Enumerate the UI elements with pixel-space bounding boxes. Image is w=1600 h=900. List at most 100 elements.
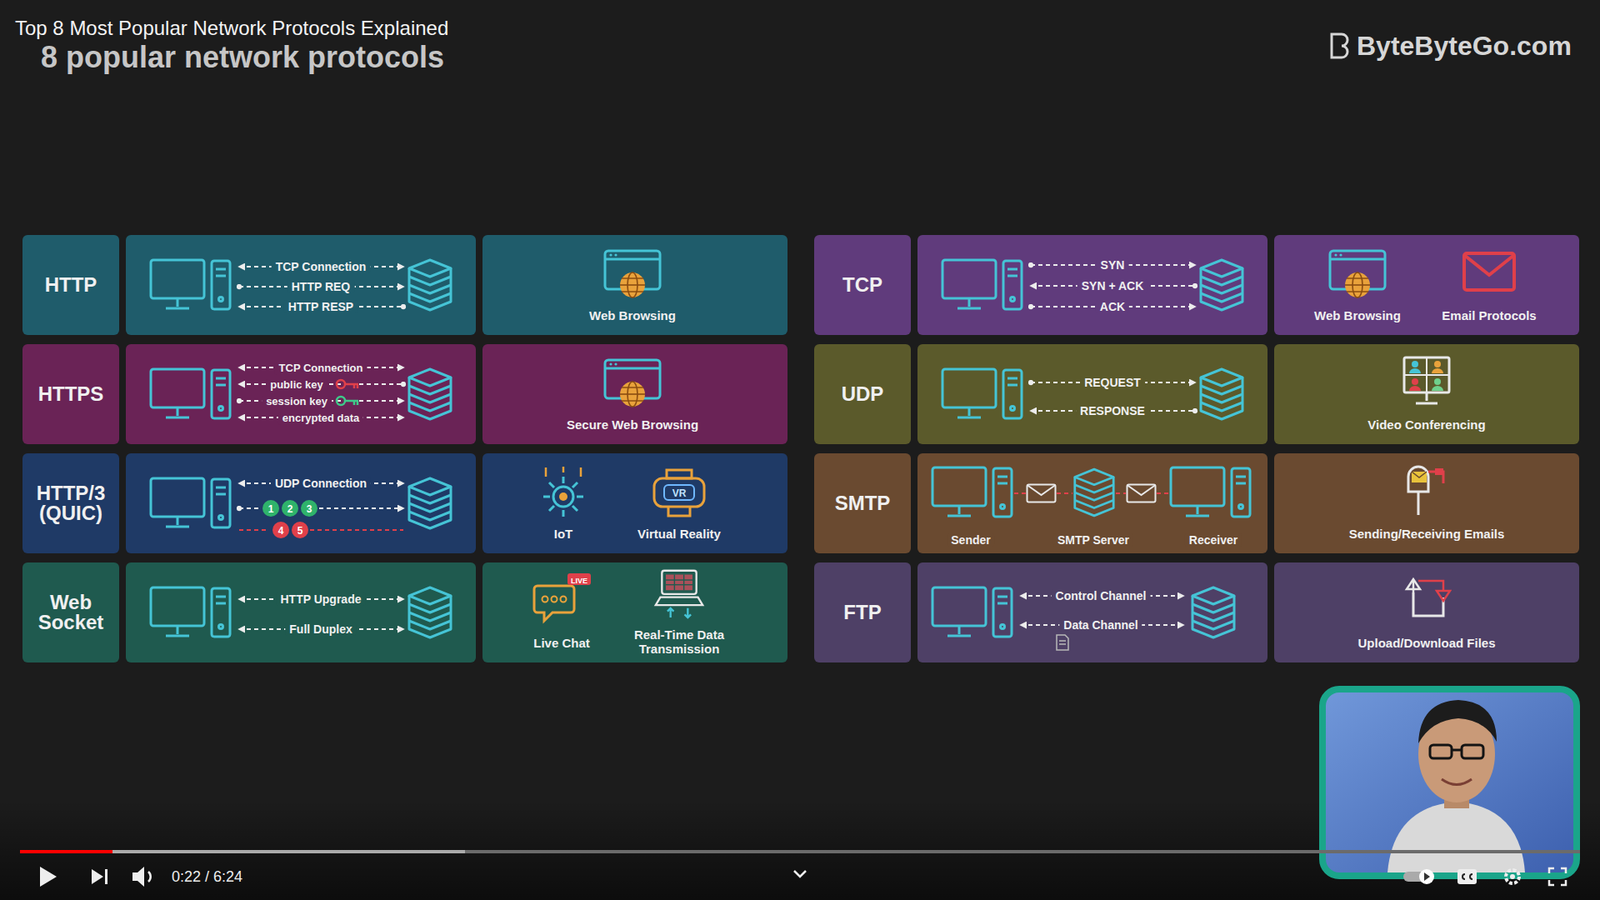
text-anchor: Upload/Download Files xyxy=(1357,635,1495,651)
use-case-text: Live Chat xyxy=(533,635,590,650)
icon-part xyxy=(1387,801,1525,873)
packet-badge: 1 xyxy=(262,500,280,517)
icon-part xyxy=(239,416,404,419)
text-anchor: REQUEST xyxy=(1080,375,1145,390)
packet-badge: 5 xyxy=(291,521,309,539)
text-anchor: SYN xyxy=(1096,257,1130,273)
badge-text: LIVE xyxy=(570,577,588,585)
text-anchor: SYN + ACK xyxy=(1077,278,1149,294)
text-anchor: FTP xyxy=(820,602,905,623)
icon-part xyxy=(239,366,404,369)
arrow-label: SYN + ACK xyxy=(1077,279,1149,293)
icon-part xyxy=(409,369,451,420)
text-anchor: Web Socket xyxy=(29,592,113,633)
use-case-text: Web Browsing xyxy=(1314,308,1401,323)
protocol-name: HTTP/3 (QUIC) xyxy=(29,483,113,524)
icon-part xyxy=(148,871,151,882)
arrow-label: HTTP Upgrade xyxy=(276,592,366,606)
protocol-name: FTP xyxy=(843,602,881,623)
arrow-label: Control Channel xyxy=(1051,589,1151,603)
text-anchor: VR xyxy=(672,485,687,500)
video-title: Top 8 Most Popular Network Protocols Exp… xyxy=(15,16,449,40)
icon-part xyxy=(932,587,1012,637)
text-anchor: TCP Connection xyxy=(275,360,368,375)
protocol-box: TCP xyxy=(814,235,911,335)
icon-part xyxy=(1322,689,1577,876)
icon-part xyxy=(1430,745,1484,759)
diagram-panel: REQUESTRESPONSE xyxy=(917,344,1268,445)
text-anchor: HTTP RESP xyxy=(284,299,358,315)
text-anchor: UDP xyxy=(820,384,905,405)
text-anchor: SMTP xyxy=(820,493,905,514)
player-controls xyxy=(20,850,1580,887)
icon-part xyxy=(1462,874,1473,880)
arrow-label: Full Duplex xyxy=(285,622,356,636)
icon-part xyxy=(1408,466,1444,515)
use-case-box: IoTVirtual Reality xyxy=(482,453,788,554)
diagram-panel: UDP Connection 123 4 5 xyxy=(125,453,476,554)
icon-part xyxy=(1170,467,1250,517)
text-anchor: Video Conferencing xyxy=(1367,417,1485,433)
icon-part xyxy=(1430,745,1452,759)
text-anchor: SMTP Server xyxy=(1053,532,1134,548)
text-anchor: Secure Web Browsing xyxy=(566,417,699,433)
arrow-label: TCP Connection xyxy=(271,260,371,274)
arrow-label: SMTP Server xyxy=(1053,533,1134,547)
icon-part xyxy=(932,467,1012,517)
icon-part xyxy=(534,573,591,621)
text-anchor: Virtual Reality xyxy=(637,526,721,542)
protocol-box: HTTPS xyxy=(22,344,120,445)
arrow-label: Receiver xyxy=(1185,533,1242,547)
icon-part xyxy=(345,384,359,389)
text-anchor: Data Channel xyxy=(1059,617,1142,633)
protocol-name: TCP xyxy=(842,275,883,295)
icon-part xyxy=(336,380,359,389)
text-anchor: 4 xyxy=(278,522,285,538)
computer-icons xyxy=(150,260,1250,638)
icon-part xyxy=(336,380,345,389)
text-anchor: Web Browsing xyxy=(589,308,676,324)
callout-number: 5 xyxy=(297,525,304,536)
icon-part xyxy=(1330,250,1385,298)
icon-part xyxy=(1549,868,1566,885)
diagram-panel: SYNSYN + ACKACK xyxy=(917,235,1268,335)
arrow-label: UDP Connection xyxy=(270,476,371,490)
use-case-icons xyxy=(534,250,1515,621)
arrow-label: HTTP RESP xyxy=(284,300,358,314)
icon-part xyxy=(105,869,108,885)
icon-part xyxy=(1461,745,1484,759)
text-anchor: Sender xyxy=(946,532,995,548)
use-case-text: Virtual Reality xyxy=(637,526,721,541)
icon-part xyxy=(794,870,806,877)
icon-part xyxy=(409,260,451,310)
arrow-label: encrypted data xyxy=(278,412,364,425)
protocol-box: HTTP/3 (QUIC) xyxy=(22,453,120,554)
text-anchor: HTTP REQ xyxy=(287,279,355,295)
icon-part xyxy=(20,850,465,854)
protocol-name: UDP xyxy=(841,384,885,405)
text-anchor: Control Channel xyxy=(1051,588,1151,604)
arrow-label: SYN xyxy=(1096,258,1130,272)
icon-part xyxy=(1115,492,1126,495)
icon-part xyxy=(942,369,1022,419)
icon-part xyxy=(40,866,57,887)
packet-badge: 2 xyxy=(281,500,299,517)
packet-badge: 3 xyxy=(300,500,318,517)
icon-part xyxy=(1505,870,1520,884)
icon-part xyxy=(1200,260,1243,310)
icon-part xyxy=(1030,410,1195,412)
icon-part xyxy=(409,478,451,529)
callout-number: 3 xyxy=(306,504,313,515)
arrow-label: Data Channel xyxy=(1059,618,1142,632)
icon-part xyxy=(1027,485,1056,503)
packet-badge: 4 xyxy=(272,521,290,539)
icon-part xyxy=(1020,624,1184,626)
arrow-label: REQUEST xyxy=(1080,375,1145,390)
text-anchor: Top 8 Most Popular Network Protocols Exp… xyxy=(15,16,449,40)
icon-part xyxy=(1127,485,1156,503)
text-anchor: LIVE xyxy=(570,571,588,587)
icon-part xyxy=(655,570,703,618)
icon-part xyxy=(1030,381,1195,384)
text-anchor: HTTP Upgrade xyxy=(276,591,366,607)
icon-part xyxy=(239,285,404,288)
